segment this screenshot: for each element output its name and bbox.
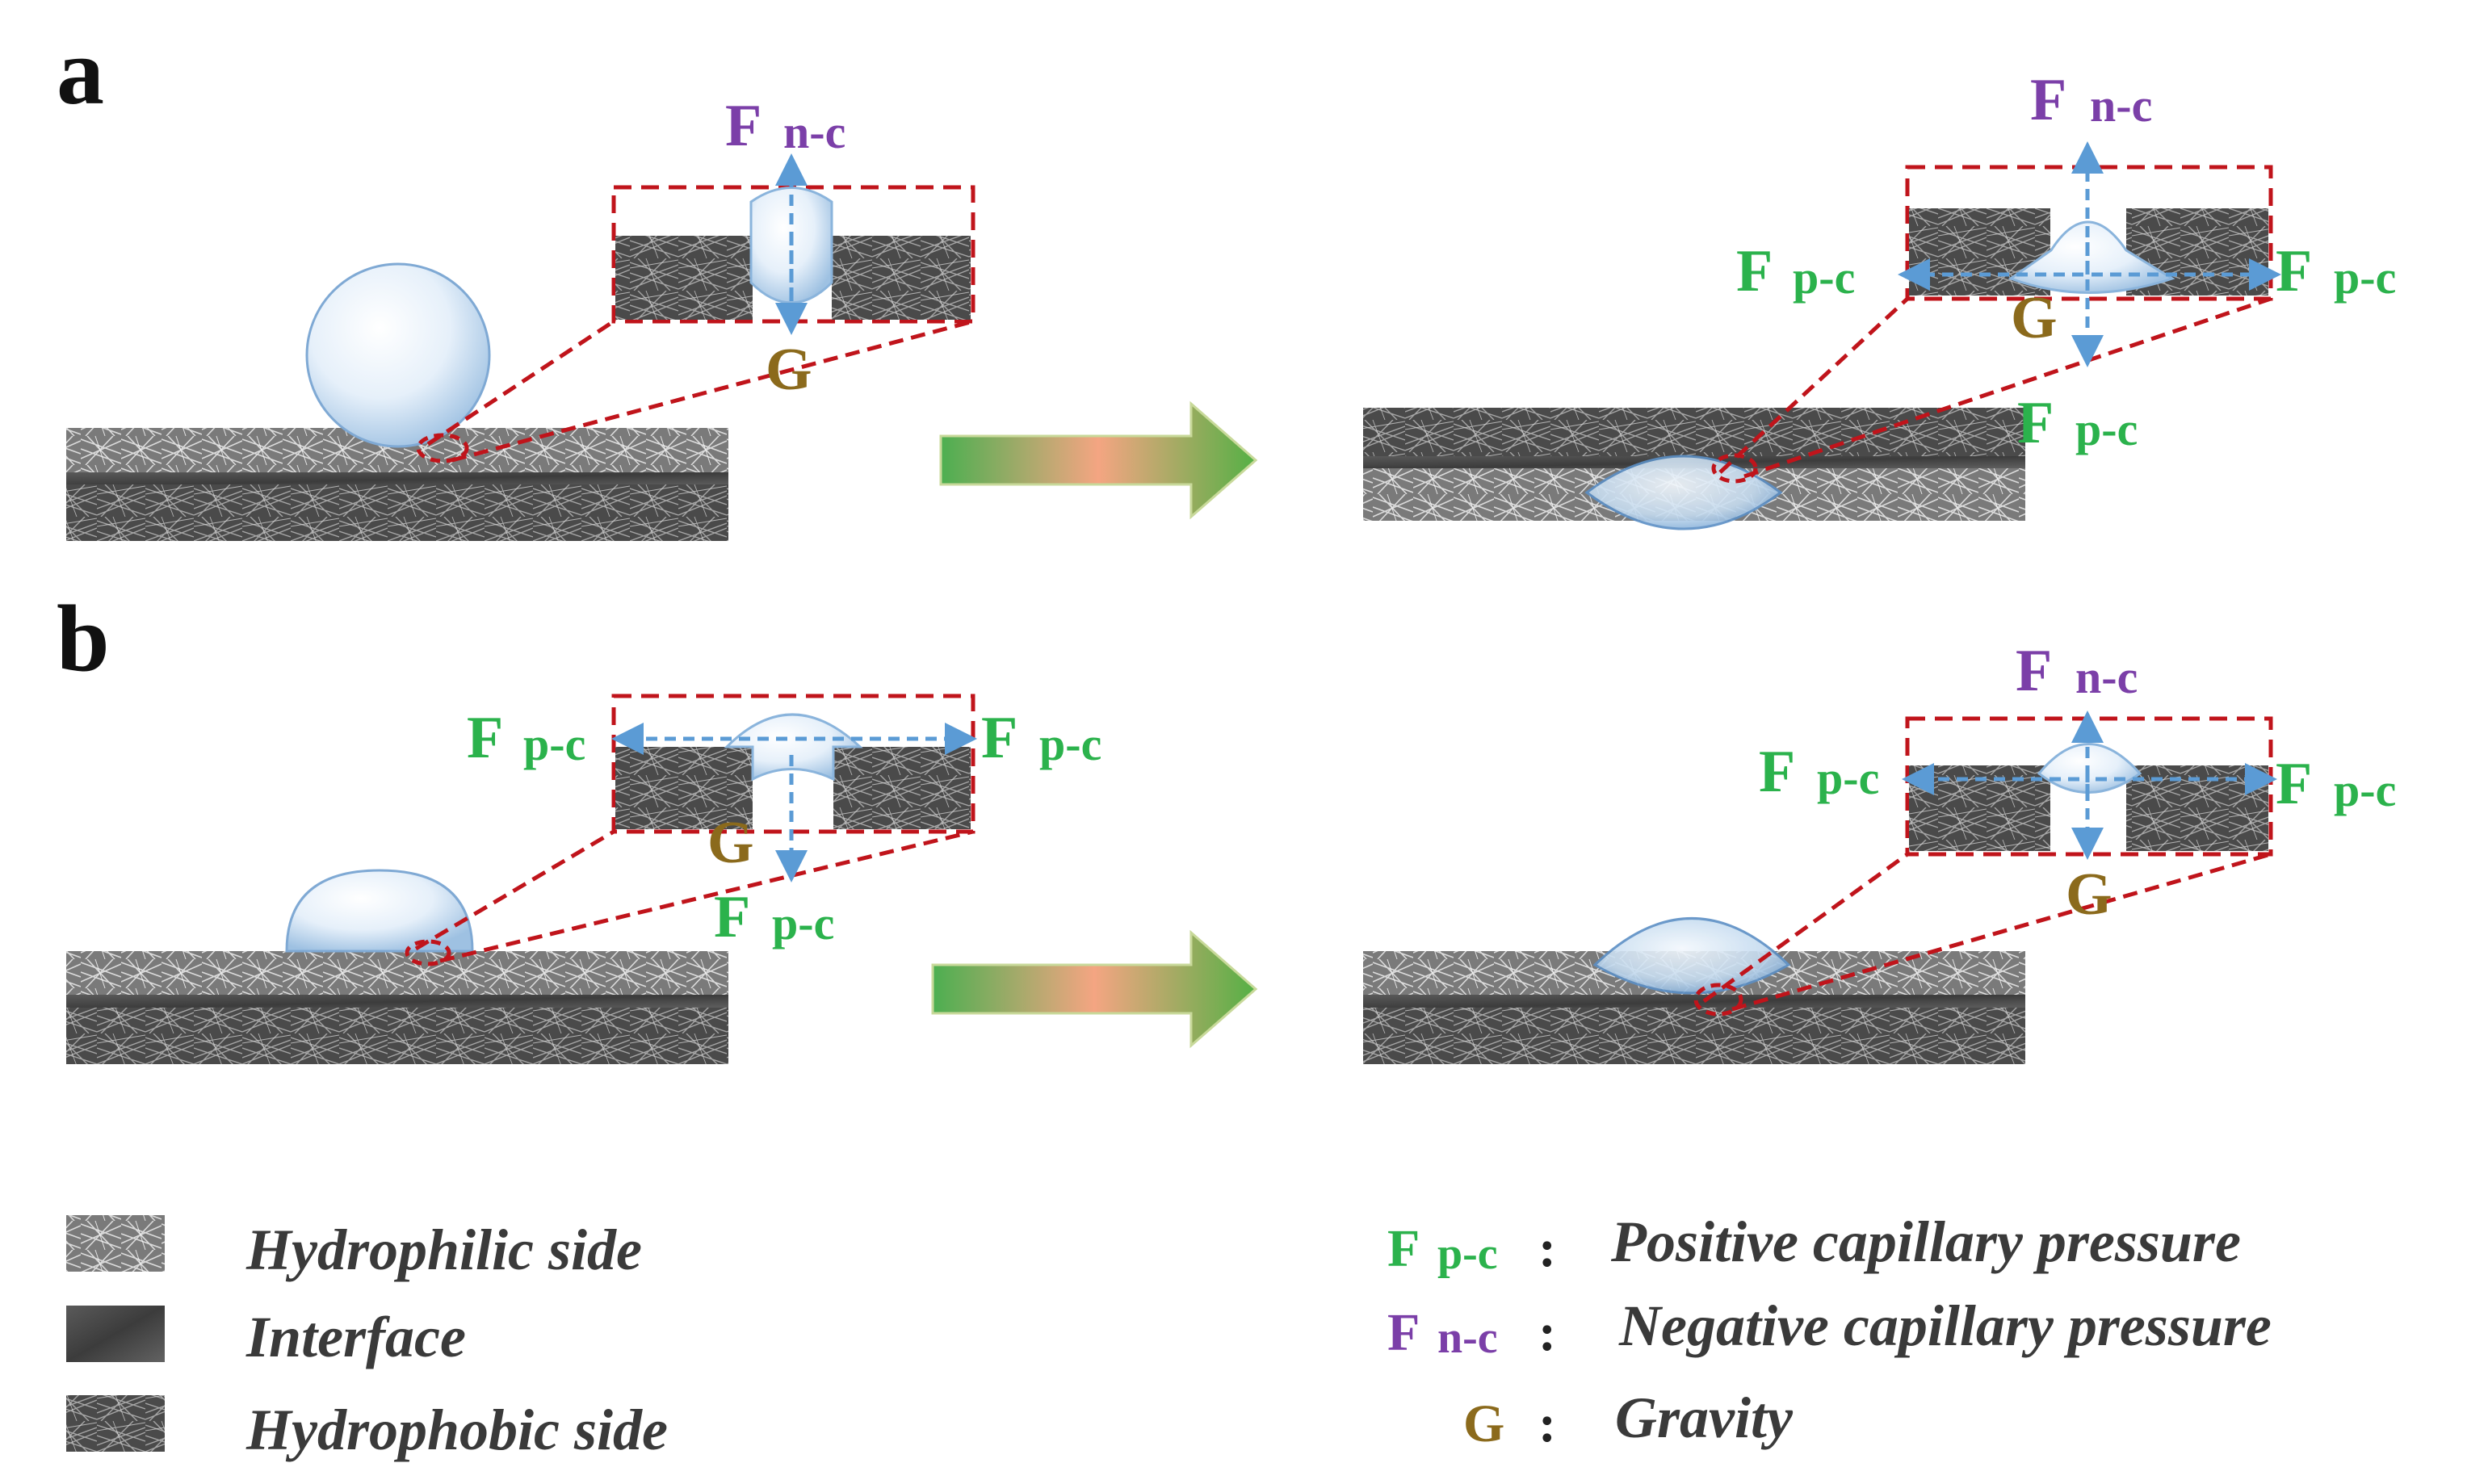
panel-a-left-g-label: G <box>766 337 812 403</box>
svg-text:F: F <box>2016 638 2052 704</box>
legend-fpc-description: Positive capillary pressure <box>1610 1209 2241 1274</box>
panel-a-left-droplet <box>305 262 491 448</box>
panel-b-right-droplet <box>1592 917 1791 995</box>
legend-materials: Hydrophilic side Interface Hydrophobic s… <box>66 1215 668 1462</box>
panel-a-left-zoom-spot <box>416 433 469 463</box>
panel-a-right-fpc-right-label: F p-c <box>2276 238 2396 304</box>
panel-a-label: a <box>57 19 104 124</box>
panel-b-left-zoom-droplet <box>724 713 863 782</box>
panel-a-right-fnc-label: F n-c <box>2030 67 2152 133</box>
svg-text:n-c: n-c <box>2075 651 2138 703</box>
legend-forces: F p-c : Positive capillary pressure F n-… <box>1387 1209 2272 1453</box>
svg-text:p-c: p-c <box>2334 764 2396 816</box>
legend-swatch-hydrophilic <box>66 1215 165 1272</box>
legend-fpc-symbol: F p-c : <box>1387 1219 1556 1279</box>
panel-a-flow-arrow <box>939 400 1258 520</box>
panel-b-left-fpc-left-label: F p-c <box>467 705 585 771</box>
svg-text:F: F <box>467 705 503 771</box>
panel-b-right-zoom-spot <box>1693 983 1743 1017</box>
panel-b-left-fpc-bottom-label: F p-c <box>714 884 834 950</box>
panel-a-left-fnc-label: F n-c <box>725 93 845 159</box>
panel-a-left-leader-1 <box>426 319 615 446</box>
legend-interface-label: Interface <box>245 1305 466 1369</box>
legend-hydrophobic-label: Hydrophobic side <box>245 1398 668 1462</box>
svg-text:F: F <box>714 884 750 950</box>
svg-text:F: F <box>2276 238 2312 304</box>
legend-hydrophilic-label: Hydrophilic side <box>245 1218 642 1282</box>
panel-b-left-leader-2 <box>439 829 974 963</box>
svg-text::: : <box>1538 1303 1556 1362</box>
panel-b-right-leader-2 <box>1731 852 2272 1012</box>
panel-b-right-fpc-right-label: F p-c <box>2276 751 2396 817</box>
svg-text:p-c: p-c <box>1817 752 1879 804</box>
svg-text:p-c: p-c <box>523 718 585 770</box>
panel-a-right-g-label: G <box>2011 285 2058 351</box>
panel-b-right-fpc-left-label: F p-c <box>1759 739 1879 805</box>
panel-b-left-leader-1 <box>414 829 615 951</box>
legend-g-description: Gravity <box>1615 1385 1794 1450</box>
svg-text:p-c: p-c <box>772 897 834 950</box>
panel-b-left-fpc-right-label: F p-c <box>981 705 1101 771</box>
panel-b-right-substrate <box>1363 951 2025 1064</box>
panel-b-right-fnc-label: F n-c <box>2016 638 2138 704</box>
panel-a-right-zoom-spot <box>1711 453 1758 484</box>
legend-swatch-interface <box>66 1306 165 1362</box>
legend-fnc-symbol: F n-c : <box>1387 1303 1556 1363</box>
svg-text:n-c: n-c <box>783 106 845 158</box>
svg-text:n-c: n-c <box>1437 1313 1498 1363</box>
svg-text:F: F <box>981 705 1017 771</box>
svg-text:p-c: p-c <box>2334 251 2396 304</box>
panel-b-label: b <box>57 585 110 691</box>
svg-text:p-c: p-c <box>1437 1229 1498 1279</box>
panel-b-right-leader-1 <box>1702 852 1909 1004</box>
panel-a-right-droplet <box>1584 455 1783 530</box>
panel-a-right-leader-1 <box>1718 297 1909 474</box>
panel-b-left-zoom-spot <box>405 939 451 966</box>
panel-a-right-fpc-left-label: F p-c <box>1736 238 1855 304</box>
panel-a-right-fpc-bottom-label: F p-c <box>2017 390 2138 456</box>
svg-text:G: G <box>1463 1394 1504 1453</box>
svg-text:F: F <box>2030 67 2066 133</box>
panel-b-left-droplet <box>285 869 474 953</box>
panel-b-left-g-label: G <box>707 810 754 876</box>
svg-text::: : <box>1538 1219 1556 1278</box>
svg-text:F: F <box>2276 751 2312 817</box>
svg-text:F: F <box>2017 390 2054 456</box>
svg-text:F: F <box>1759 739 1795 805</box>
panel-b-flow-arrow <box>931 929 1258 1049</box>
legend-g-symbol: G : <box>1463 1394 1556 1453</box>
svg-text:F: F <box>725 93 761 159</box>
panel-b-left-substrate <box>66 951 728 1064</box>
svg-text:F: F <box>1387 1219 1420 1278</box>
svg-text:p-c: p-c <box>2075 403 2138 455</box>
svg-text:F: F <box>1736 238 1773 304</box>
panel-b-right-g-label: G <box>2066 861 2112 928</box>
svg-text:F: F <box>1387 1303 1420 1362</box>
panel-a-right-leader-2 <box>1743 296 2272 479</box>
svg-text::: : <box>1538 1394 1556 1453</box>
legend-fnc-description: Negative capillary pressure <box>1618 1293 2272 1358</box>
svg-text:n-c: n-c <box>2090 79 2152 132</box>
svg-text:p-c: p-c <box>1793 251 1855 304</box>
svg-text:p-c: p-c <box>1039 718 1101 770</box>
legend-swatch-hydrophobic <box>66 1395 165 1452</box>
